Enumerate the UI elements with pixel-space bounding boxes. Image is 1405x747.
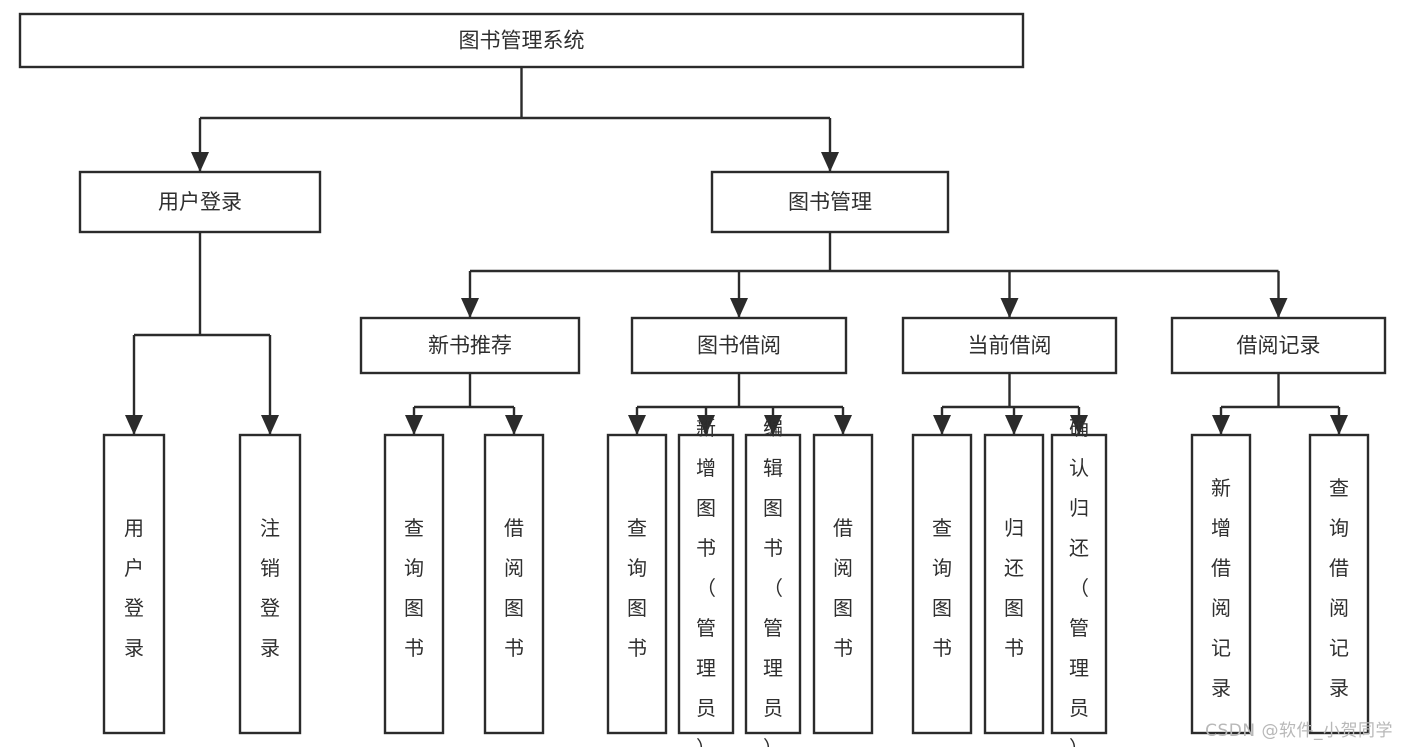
book-borrow-arrow-3: [834, 415, 852, 435]
node-box-leaf-query-book-cur: [911, 433, 973, 735]
node-leaf-add-book[interactable]: 新增图书（管理员）: [677, 416, 735, 747]
book-manage-arrow-2: [1000, 298, 1019, 318]
node-box-leaf-return-book: [983, 433, 1045, 735]
node-box-leaf-query-borrow-record: [1308, 433, 1370, 735]
root-arrow-0: [191, 152, 209, 172]
book-manage-arrow-0: [461, 298, 479, 318]
node-leaf-query-book-borrow[interactable]: 查询图书: [606, 433, 668, 735]
current-borrow-arrow-1: [1005, 415, 1023, 435]
node-box-leaf-query-book-borrow: [606, 433, 668, 735]
user-login-leaf-arrow-1: [261, 415, 279, 435]
node-leaf-query-book-cur[interactable]: 查询图书: [911, 433, 973, 735]
node-label-leaf-edit-book: 编辑图书（管理员）: [763, 416, 783, 747]
node-leaf-confirm-return[interactable]: 确认归还（管理员）: [1050, 416, 1108, 747]
node-label-user-login: 用户登录: [158, 190, 242, 214]
node-leaf-query-book-rec[interactable]: 查询图书: [383, 433, 445, 735]
node-box-leaf-confirm-return: [1050, 433, 1108, 735]
node-box-leaf-query-book-rec: [383, 433, 445, 735]
node-box-book-manage: [710, 170, 950, 234]
node-label-leaf-query-book-cur: 查询图书: [932, 516, 952, 660]
node-box-user-login: [78, 170, 322, 234]
new-book-recommend-arrow-1: [505, 415, 523, 435]
node-box-leaf-edit-book: [744, 433, 802, 735]
book-borrow-arrow-0: [628, 415, 646, 435]
connector-layer: [125, 67, 1348, 435]
node-box-leaf-borrow-book-rec: [483, 433, 545, 735]
node-label-leaf-borrow-book: 借阅图书: [833, 516, 853, 660]
node-box-leaf-logout-login: [238, 433, 302, 735]
root-arrow-1: [821, 152, 839, 172]
book-borrow-arrow-2: [764, 415, 782, 435]
csdn-watermark: CSDN @软件_小贺同学: [1205, 721, 1393, 741]
node-label-leaf-user-login: 用户登录: [124, 516, 144, 660]
current-borrow-arrow-2: [1070, 415, 1088, 435]
node-book-manage[interactable]: 图书管理: [710, 170, 950, 234]
node-box-leaf-add-borrow-record: [1190, 433, 1252, 735]
node-label-book-manage: 图书管理: [788, 190, 872, 214]
node-leaf-return-book[interactable]: 归还图书: [983, 433, 1045, 735]
book-borrow-arrow-1: [697, 415, 715, 435]
node-box-leaf-add-book: [677, 433, 735, 735]
node-label-leaf-query-book-borrow: 查询图书: [627, 516, 647, 660]
borrow-record-arrow-0: [1212, 415, 1230, 435]
node-label-borrow-record: 借阅记录: [1237, 334, 1321, 358]
node-label-leaf-add-borrow-record: 新增借阅记录: [1211, 476, 1231, 700]
node-leaf-borrow-book[interactable]: 借阅图书: [812, 433, 874, 735]
node-layer: 图书管理系统用户登录图书管理新书推荐图书借阅当前借阅借阅记录用户登录注销登录查询…: [18, 12, 1387, 747]
node-label-book-borrow: 图书借阅: [697, 334, 781, 358]
node-label-leaf-logout-login: 注销登录: [260, 516, 280, 660]
node-leaf-logout-login[interactable]: 注销登录: [238, 433, 302, 735]
node-leaf-query-borrow-record[interactable]: 查询借阅记录: [1308, 433, 1370, 735]
node-box-leaf-borrow-book: [812, 433, 874, 735]
node-box-book-borrow: [630, 316, 848, 375]
node-label-leaf-return-book: 归还图书: [1004, 516, 1024, 660]
node-book-borrow[interactable]: 图书借阅: [630, 316, 848, 375]
node-label-leaf-query-borrow-record: 查询借阅记录: [1329, 476, 1349, 700]
node-label-root: 图书管理系统: [459, 29, 585, 53]
node-label-leaf-query-book-rec: 查询图书: [404, 516, 424, 660]
node-box-new-book-recommend: [359, 316, 581, 375]
book-manage-arrow-1: [730, 298, 748, 318]
node-user-login[interactable]: 用户登录: [78, 170, 322, 234]
node-label-current-borrow: 当前借阅: [968, 334, 1052, 358]
node-current-borrow[interactable]: 当前借阅: [901, 316, 1118, 375]
node-label-leaf-borrow-book-rec: 借阅图书: [504, 516, 524, 660]
user-login-leaf-arrow-0: [125, 415, 143, 435]
node-leaf-add-borrow-record[interactable]: 新增借阅记录: [1190, 433, 1252, 735]
node-borrow-record[interactable]: 借阅记录: [1170, 316, 1387, 375]
node-new-book-recommend[interactable]: 新书推荐: [359, 316, 581, 375]
node-box-current-borrow: [901, 316, 1118, 375]
node-leaf-user-login[interactable]: 用户登录: [102, 433, 166, 735]
node-label-new-book-recommend: 新书推荐: [428, 334, 512, 358]
node-leaf-borrow-book-rec[interactable]: 借阅图书: [483, 433, 545, 735]
node-leaf-edit-book[interactable]: 编辑图书（管理员）: [744, 416, 802, 747]
node-box-borrow-record: [1170, 316, 1387, 375]
node-box-leaf-user-login: [102, 433, 166, 735]
node-label-leaf-confirm-return: 确认归还（管理员）: [1069, 416, 1089, 747]
node-root[interactable]: 图书管理系统: [18, 12, 1025, 69]
new-book-recommend-arrow-0: [405, 415, 423, 435]
book-manage-arrow-3: [1269, 298, 1288, 318]
node-label-leaf-add-book: 新增图书（管理员）: [696, 416, 716, 747]
borrow-record-arrow-1: [1330, 415, 1348, 435]
current-borrow-arrow-0: [933, 415, 951, 435]
node-box-root: [18, 12, 1025, 69]
